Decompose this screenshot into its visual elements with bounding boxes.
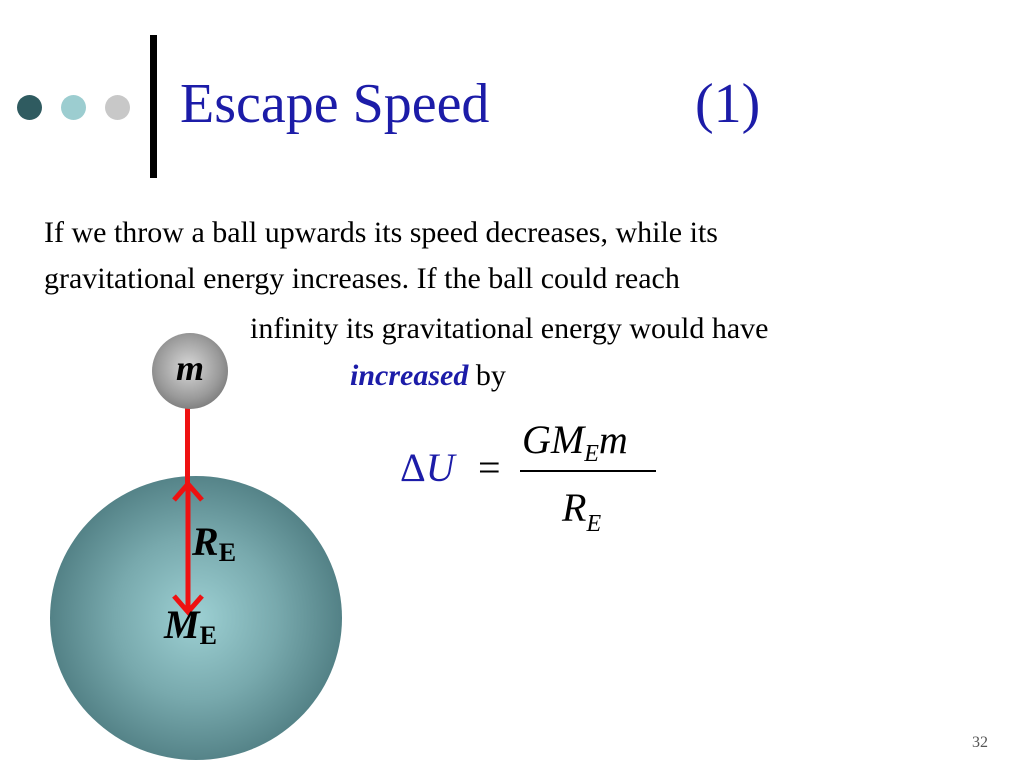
height-line bbox=[185, 405, 190, 485]
paragraph-line-1: If we throw a ball upwards its speed dec… bbox=[44, 216, 718, 249]
paragraph-line-4-rest: by bbox=[468, 359, 506, 392]
mass-subscript: E bbox=[199, 621, 217, 650]
equals-sign: = bbox=[478, 445, 501, 490]
paragraph-line-3: infinity its gravitational energy would … bbox=[250, 312, 769, 345]
ball-mass-label: m bbox=[175, 348, 204, 388]
radius-symbol: R bbox=[192, 519, 219, 564]
mass-symbol: M bbox=[164, 602, 200, 647]
emphasis-increased: increased bbox=[350, 359, 469, 392]
slide-title-number: (1) bbox=[695, 73, 761, 135]
numerator-subscript: E bbox=[584, 441, 599, 467]
radius-subscript: E bbox=[218, 538, 237, 567]
radius-arrow bbox=[172, 480, 204, 616]
denominator-subscript: E bbox=[586, 511, 602, 537]
paragraph-line-4: increased by bbox=[350, 359, 506, 394]
decor-dot-gray bbox=[105, 95, 130, 120]
earth-sphere bbox=[50, 476, 342, 760]
equation-numerator: GMEm bbox=[522, 417, 628, 467]
ball-sphere: m bbox=[152, 333, 228, 409]
numerator-m: m bbox=[598, 417, 628, 462]
earth-mass-label: ME bbox=[164, 605, 217, 649]
paragraph-line-2: gravitational energy increases. If the b… bbox=[44, 262, 680, 295]
fraction-bar bbox=[520, 470, 656, 472]
numerator-gm: GM bbox=[522, 417, 585, 462]
delta-symbol: Δ bbox=[400, 445, 426, 490]
title-divider bbox=[150, 35, 157, 178]
decor-dot-light bbox=[61, 95, 86, 120]
earth-radius-label: RE bbox=[192, 522, 236, 566]
denominator-r: R bbox=[562, 485, 587, 530]
decor-dot-dark bbox=[17, 95, 42, 120]
slide-title-text: Escape Speed bbox=[180, 73, 490, 135]
slide-title: Escape Speed (1) bbox=[180, 73, 760, 135]
energy-symbol: U bbox=[425, 445, 455, 490]
page-number: 32 bbox=[972, 734, 988, 751]
equation-lhs: ΔU bbox=[400, 448, 455, 488]
equation-denominator: RE bbox=[562, 485, 602, 537]
